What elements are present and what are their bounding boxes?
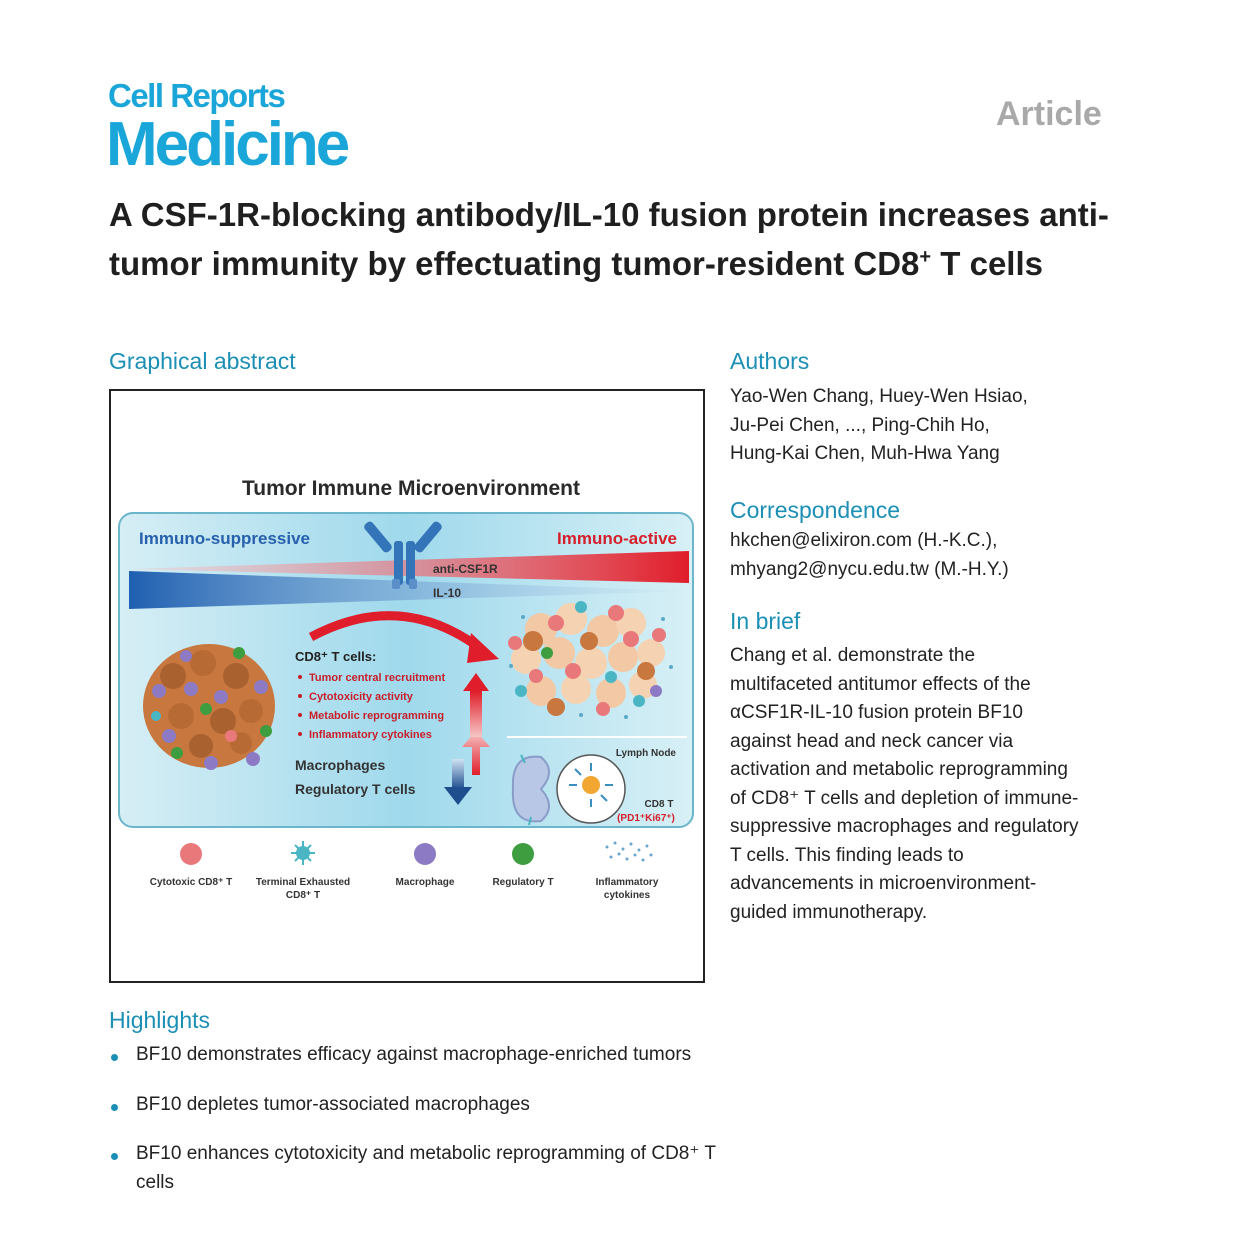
down-item-macrophages: Macrophages [295, 757, 385, 773]
in-brief-heading: In brief [730, 608, 801, 634]
immuno-suppressive-gradient [129, 571, 689, 609]
cd8-effects-list: Tumor central recruitment Cytotoxicity a… [298, 672, 445, 741]
up-arrow-shaft [470, 691, 482, 737]
highlight-item: BF10 demonstrates efficacy against macro… [109, 1041, 719, 1070]
journal-name-line2: Medicine [106, 110, 350, 179]
curved-arrow-head [467, 633, 499, 663]
legend-label: Inflammatory [596, 877, 659, 888]
cd8-heading: CD8⁺ T cells: [295, 649, 376, 664]
title-tail: T cells [931, 245, 1043, 282]
legend-label: Macrophage [396, 877, 455, 888]
antibody-icon [364, 521, 442, 589]
authors-list: Yao-Wen Chang, Huey-Wen Hsiao, Ju-Pei Ch… [730, 383, 1150, 469]
in-brief-text: Chang et al. demonstrate the multifacete… [730, 642, 1150, 927]
cd8-item: Inflammatory cytokines [309, 729, 432, 741]
correspondence-email[interactable]: mhyang2@nycu.edu.tw (M.-H.Y.) [730, 558, 1009, 580]
legend-label: Regulatory T [492, 877, 553, 888]
cd8-item: Cytotoxicity activity [309, 691, 414, 703]
in-brief-line: Chang et al. demonstrate the [730, 645, 976, 666]
correspondence-block: hkchen@elixiron.com (H.-K.C.), mhyang2@n… [730, 527, 1150, 584]
legend: Cytotoxic CD8⁺ T Terminal Exhausted CD8⁺… [150, 841, 659, 901]
correspondence-heading: Correspondence [730, 497, 901, 523]
in-brief-line: guided immunotherapy. [730, 901, 928, 923]
lymph-node-icon [511, 754, 550, 826]
correspondence-email[interactable]: hkchen@elixiron.com (H.-K.C.), [730, 530, 998, 551]
legend-swatch-macrophage [414, 843, 436, 865]
legend-label: Cytotoxic CD8⁺ T [150, 877, 233, 888]
highlight-item: BF10 enhances cytotoxicity and metabolic… [109, 1140, 719, 1197]
in-brief-line: advancements in microenvironment- [730, 873, 1037, 894]
in-brief-line: against head and neck cancer via [730, 730, 1014, 752]
graphical-abstract-svg: Tumor Immune Microenvironment Immuno-sup… [118, 477, 694, 901]
article-type-label: Article [996, 95, 1102, 133]
in-brief-line: of CD8⁺ T cells and depletion of immune- [730, 787, 1079, 809]
highlights-list: BF10 demonstrates efficacy against macro… [109, 1041, 719, 1218]
immuno-active-label: Immuno-active [557, 529, 677, 548]
anti-csf1r-label: anti-CSF1R [433, 562, 498, 576]
up-arrow [462, 731, 490, 775]
journal-name-line1: Cell Reports [108, 77, 286, 114]
legend-label: CD8⁺ T [286, 890, 320, 901]
cd8-item: Tumor central recruitment [309, 672, 445, 684]
down-arrow-shaft [452, 759, 464, 789]
legend-swatch-exhausted [291, 841, 315, 865]
cd8t-label: CD8 T [645, 799, 674, 810]
cd8t-marker-label: (PD1⁺Ki67⁺) [617, 813, 675, 824]
authors-line: Ju-Pei Chen, ..., Ping-Chih Ho, [730, 414, 990, 436]
legend-swatch-cytokines [605, 841, 653, 862]
authors-line: Hung-Kai Chen, Muh-Hwa Yang [730, 443, 1000, 464]
in-brief-line: T cells. This finding leads to [730, 844, 964, 866]
tumor-mass-left [143, 644, 275, 770]
article-title: A CSF-1R-blocking antibody/IL-10 fusion … [109, 193, 1119, 285]
cd8t-cell-icon [569, 763, 613, 807]
lymph-node-label: Lymph Node [616, 748, 677, 759]
cd8-item: Metabolic reprogramming [309, 710, 444, 722]
in-brief-line: activation and metabolic reprogramming [730, 759, 1068, 780]
up-arrow-head [463, 673, 489, 691]
authors-heading: Authors [730, 348, 810, 374]
figure-title: Tumor Immune Microenvironment [242, 477, 580, 500]
in-brief-line: αCSF1R-IL-10 fusion protein BF10 [730, 702, 1023, 723]
highlights-heading: Highlights [109, 1007, 210, 1033]
down-item-tregs: Regulatory T cells [295, 781, 416, 797]
title-main: A CSF-1R-blocking antibody/IL-10 fusion … [109, 196, 1109, 282]
in-brief-line: multifaceted antitumor effects of the [730, 673, 1031, 695]
graphical-abstract-heading: Graphical abstract [109, 348, 296, 374]
down-arrow-head [444, 787, 472, 805]
curved-arrow [308, 611, 484, 653]
active-tumor-cluster [508, 601, 673, 719]
title-superscript: + [919, 246, 932, 268]
authors-line: Yao-Wen Chang, Huey-Wen Hsiao, [730, 386, 1028, 407]
legend-label: cytokines [604, 890, 651, 901]
immuno-suppressive-label: Immuno-suppressive [139, 529, 310, 548]
highlight-item: BF10 depletes tumor-associated macrophag… [109, 1091, 719, 1120]
il10-label: IL-10 [433, 586, 461, 600]
legend-label: Terminal Exhausted [256, 877, 350, 888]
legend-swatch-cytotoxic [180, 843, 202, 865]
graphical-abstract-figure: Tumor Immune Microenvironment Immuno-sup… [109, 389, 705, 983]
legend-swatch-treg [512, 843, 534, 865]
in-brief-line: suppressive macrophages and regulatory [730, 816, 1079, 837]
